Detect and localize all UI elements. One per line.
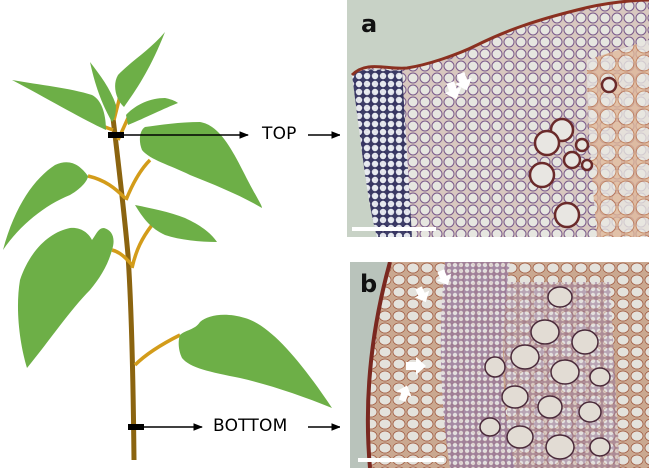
leaf — [178, 314, 332, 408]
leaf — [90, 62, 116, 122]
bottom-label: BOTTOM — [213, 416, 288, 436]
panel-label-a: a — [361, 10, 378, 38]
white-arrows-b — [396, 269, 452, 402]
top-marker — [108, 132, 124, 138]
micrograph-panel-b: b — [350, 262, 649, 468]
panel-label-b: b — [360, 270, 378, 298]
plant-illustration — [3, 32, 340, 461]
stem-cross-section-top — [350, 0, 649, 237]
white-arrows-a — [444, 72, 472, 100]
scale-bar-a — [352, 227, 436, 231]
bottom-marker — [128, 424, 144, 430]
leaf — [139, 122, 262, 208]
leaf — [12, 80, 106, 130]
leaf — [3, 162, 88, 250]
top-label: TOP — [262, 124, 297, 144]
leaves — [3, 32, 332, 408]
leaf — [115, 32, 165, 107]
scale-bar-b — [358, 458, 444, 462]
leaf — [135, 205, 217, 242]
stem-cross-section-bottom — [365, 262, 649, 468]
micrograph-panel-a: a — [347, 0, 649, 237]
leaf — [17, 227, 114, 368]
main-stem — [110, 117, 137, 461]
leaf — [126, 98, 178, 125]
